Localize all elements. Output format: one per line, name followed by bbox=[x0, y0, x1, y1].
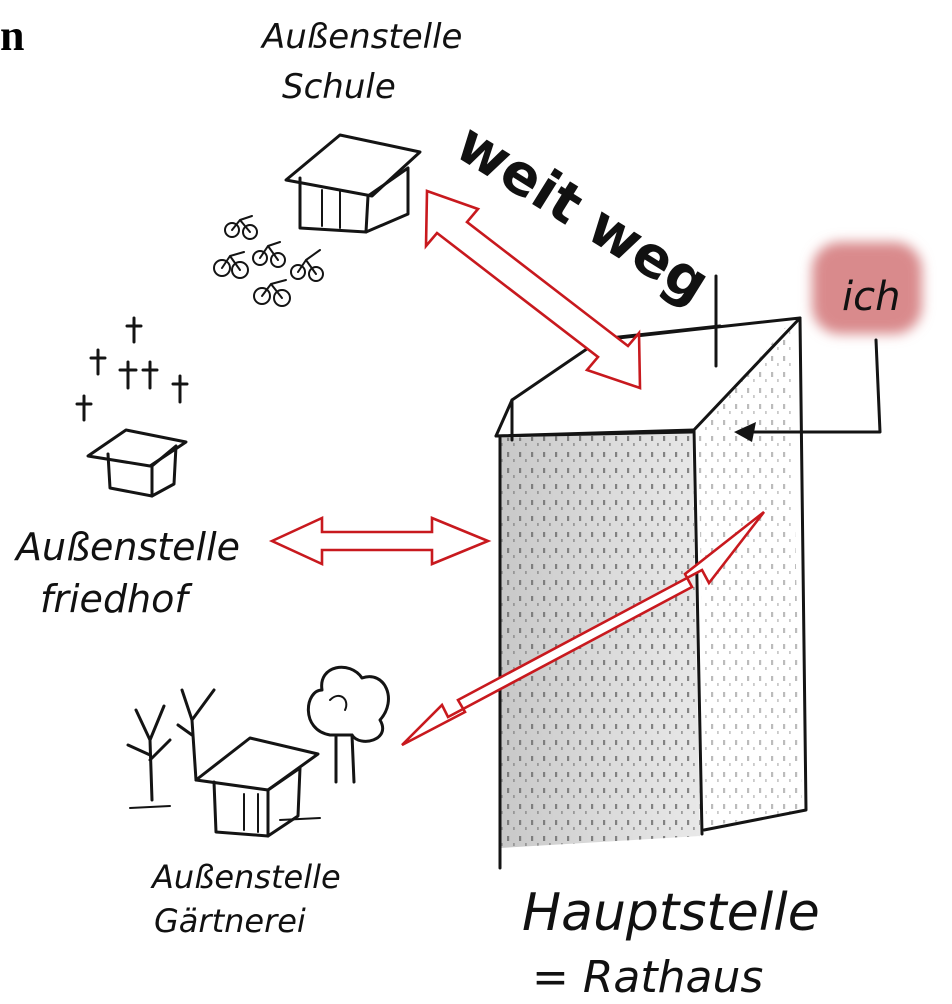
schule-label-line1: Außenstelle bbox=[260, 17, 462, 57]
gaertnerei-label-line1: Außenstelle bbox=[150, 858, 341, 896]
house-icon bbox=[286, 135, 420, 232]
ich-label: ich bbox=[842, 274, 900, 320]
schule-group: Außenstelle Schule bbox=[214, 17, 462, 306]
crosses-icon bbox=[77, 318, 187, 420]
friedhof-group: Außenstelle friedhof bbox=[13, 318, 240, 621]
house-icon bbox=[88, 430, 186, 496]
hauptstelle-label-line1: Hauptstelle bbox=[522, 883, 820, 943]
schule-label-line2: Schule bbox=[282, 67, 396, 107]
trees-icon bbox=[128, 667, 388, 800]
gaertnerei-label-line2: Gärtnerei bbox=[154, 902, 306, 940]
house-icon bbox=[196, 738, 318, 836]
ground-line bbox=[130, 806, 320, 820]
hauptstelle-label-line2: = Rathaus bbox=[532, 952, 763, 1003]
tower-icon bbox=[496, 276, 806, 868]
arrow-friedhof-hauptstelle bbox=[272, 518, 488, 564]
friedhof-label-line1: Außenstelle bbox=[13, 525, 240, 569]
gaertnerei-group: Außenstelle Gärtnerei bbox=[128, 667, 388, 940]
weit-weg-label: weit weg bbox=[445, 111, 721, 317]
friedhof-label-line2: friedhof bbox=[40, 577, 193, 621]
